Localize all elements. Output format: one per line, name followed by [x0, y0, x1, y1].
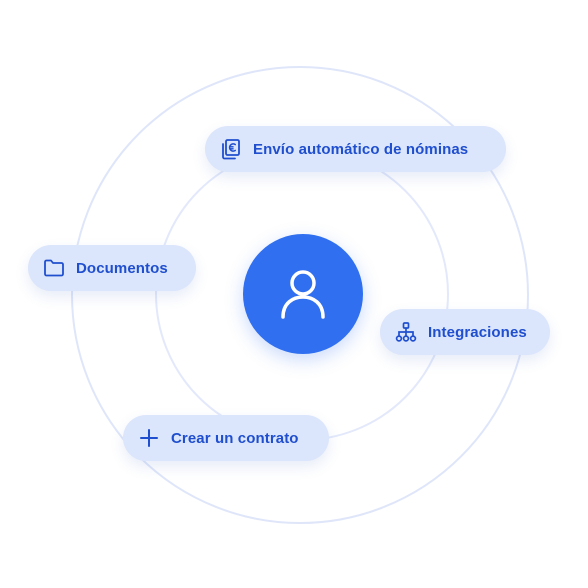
- chip-automatic-payroll[interactable]: Envío automático de nóminas: [205, 126, 506, 172]
- chip-label: Documentos: [76, 259, 168, 277]
- plus-icon: [137, 426, 161, 450]
- chip-label: Crear un contrato: [171, 429, 299, 447]
- user-avatar[interactable]: [243, 234, 363, 354]
- chip-create-contract[interactable]: Crear un contrato: [123, 415, 329, 461]
- chip-integrations[interactable]: Integraciones: [380, 309, 550, 355]
- hierarchy-icon: [394, 320, 418, 344]
- folder-icon: [42, 256, 66, 280]
- chip-label: Envío automático de nóminas: [253, 140, 469, 158]
- chip-label: Integraciones: [428, 323, 527, 341]
- euro-documents-icon: [219, 137, 243, 161]
- user-icon: [281, 270, 325, 319]
- outer-ring: [71, 66, 529, 524]
- chip-documents[interactable]: Documentos: [28, 245, 196, 291]
